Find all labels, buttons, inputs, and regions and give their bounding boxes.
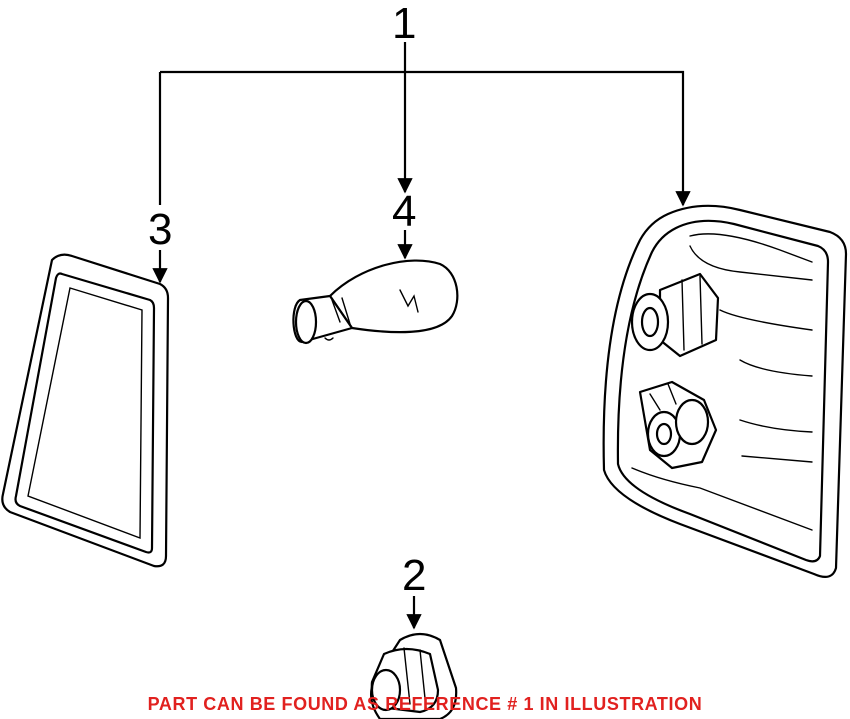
tail-lamp-assembly [602, 204, 848, 579]
reference-note: PART CAN BE FOUND AS REFERENCE # 1 IN IL… [148, 694, 703, 714]
socket [369, 632, 458, 719]
side-marker-lens [1, 253, 170, 568]
callout-2: 2 [402, 551, 426, 600]
callout-1: 1 [392, 0, 416, 48]
bulb [292, 259, 459, 345]
callout-1-leaders [158, 42, 691, 207]
callout-3: 3 [148, 205, 172, 254]
callout-4: 4 [392, 187, 416, 236]
